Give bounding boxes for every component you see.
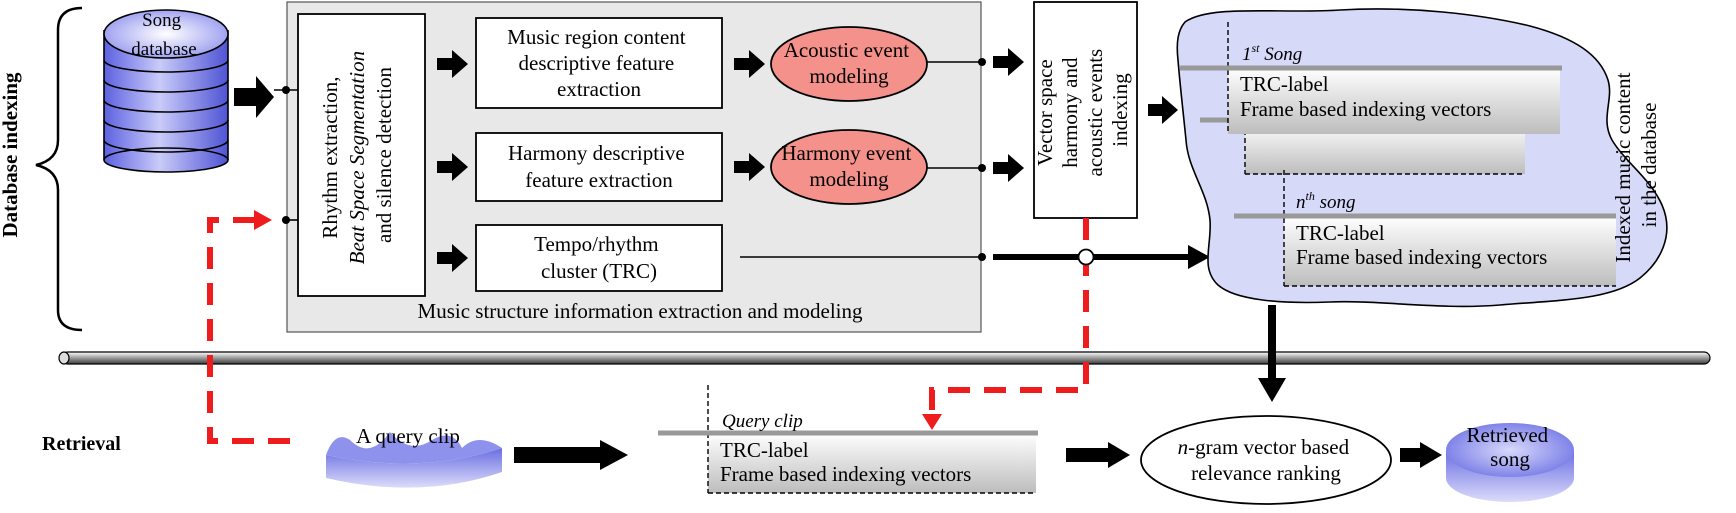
- tempo-rhythm-label: Tempo/rhythm cluster (TRC): [534, 232, 664, 283]
- harmony-descriptive-box: [475, 132, 723, 202]
- panel-caption: Music structure information extraction a…: [418, 299, 863, 323]
- song-database-label: Song database: [131, 10, 196, 60]
- first-song-vectors: Frame based indexing vectors: [1240, 97, 1491, 121]
- harmony-descriptive-label: Harmony descriptive feature extraction: [508, 141, 690, 192]
- retrieved-song-disc-icon: [1446, 423, 1574, 502]
- tempo-rhythm-box: [475, 224, 723, 292]
- arrow-to-music-region: [437, 50, 468, 78]
- arrow-db-to-panel: [234, 76, 274, 118]
- query-clip-icon: [326, 432, 502, 488]
- arrow-harmony-to-vector: [993, 154, 1024, 182]
- nth-song-card: [1284, 216, 1616, 286]
- red-dashed-vector-to-query: [929, 218, 1089, 415]
- music-region-box: [475, 17, 723, 109]
- arrow-to-harmony-desc: [437, 153, 468, 181]
- rhythm-extraction-box: [297, 13, 426, 297]
- arrow-ranking-to-retrieved: [1420, 442, 1442, 468]
- rhythm-extraction-label: Rhythm extraction, Beat Space Segmentati…: [318, 46, 396, 265]
- arrow-query-to-ranking: [1108, 442, 1130, 468]
- retrieval-label: Retrieval: [42, 433, 121, 455]
- ngram-ranking-ellipse: [1140, 415, 1392, 505]
- first-song-trc: TRC-label: [1240, 72, 1329, 96]
- query-clip-card: [708, 433, 1036, 493]
- left-brace: [35, 6, 83, 332]
- retrieved-song-label: Retrieved song: [1467, 423, 1554, 471]
- arrow-acoustic-to-vector: [993, 48, 1024, 76]
- indexed-content-label: Indexed music content in the database: [1611, 67, 1661, 262]
- ngram-ranking-label: n-gram vector based relevance ranking: [1178, 435, 1355, 485]
- arrow-to-tempo: [437, 244, 468, 272]
- harmony-event-modeling: [770, 129, 928, 205]
- arrow-clip-to-query: [600, 440, 628, 470]
- first-song-title: 1st Song: [1242, 41, 1302, 65]
- first-song-card: [1228, 68, 1560, 134]
- arrow-to-harmony-event: [734, 153, 765, 181]
- song-database-cylinder-icon: [103, 9, 229, 173]
- nth-song-vectors: Frame based indexing vectors: [1296, 245, 1547, 269]
- query-clip-title: Query clip: [722, 411, 803, 432]
- database-indexing-label: Database indexing: [0, 72, 22, 238]
- nth-song-trc: TRC-label: [1296, 221, 1385, 245]
- acoustic-event-modeling: [770, 26, 928, 102]
- arrow-to-acoustic: [734, 50, 765, 78]
- separator-bar: [58, 351, 1711, 365]
- vector-space-label: Vector space harmony and acoustic events…: [1033, 44, 1132, 177]
- query-trc: TRC-label: [720, 438, 809, 462]
- nth-song-title: nth song: [1296, 189, 1356, 213]
- acoustic-event-label: Acoustic event modeling: [784, 38, 915, 88]
- query-vectors: Frame based indexing vectors: [720, 462, 971, 486]
- arrow-index-to-ranking: [1258, 378, 1286, 402]
- arrow-vector-to-cloud: [1148, 96, 1178, 124]
- a-query-clip-label: A query clip: [356, 424, 460, 448]
- vector-space-indexing-box: [1033, 1, 1138, 219]
- arrow-tempo-to-index: [1188, 245, 1210, 269]
- music-region-label: Music region content descriptive feature…: [507, 25, 691, 101]
- red-dashed-query-to-rhythm: [207, 217, 290, 444]
- harmony-event-label: Harmony event modeling: [781, 141, 916, 191]
